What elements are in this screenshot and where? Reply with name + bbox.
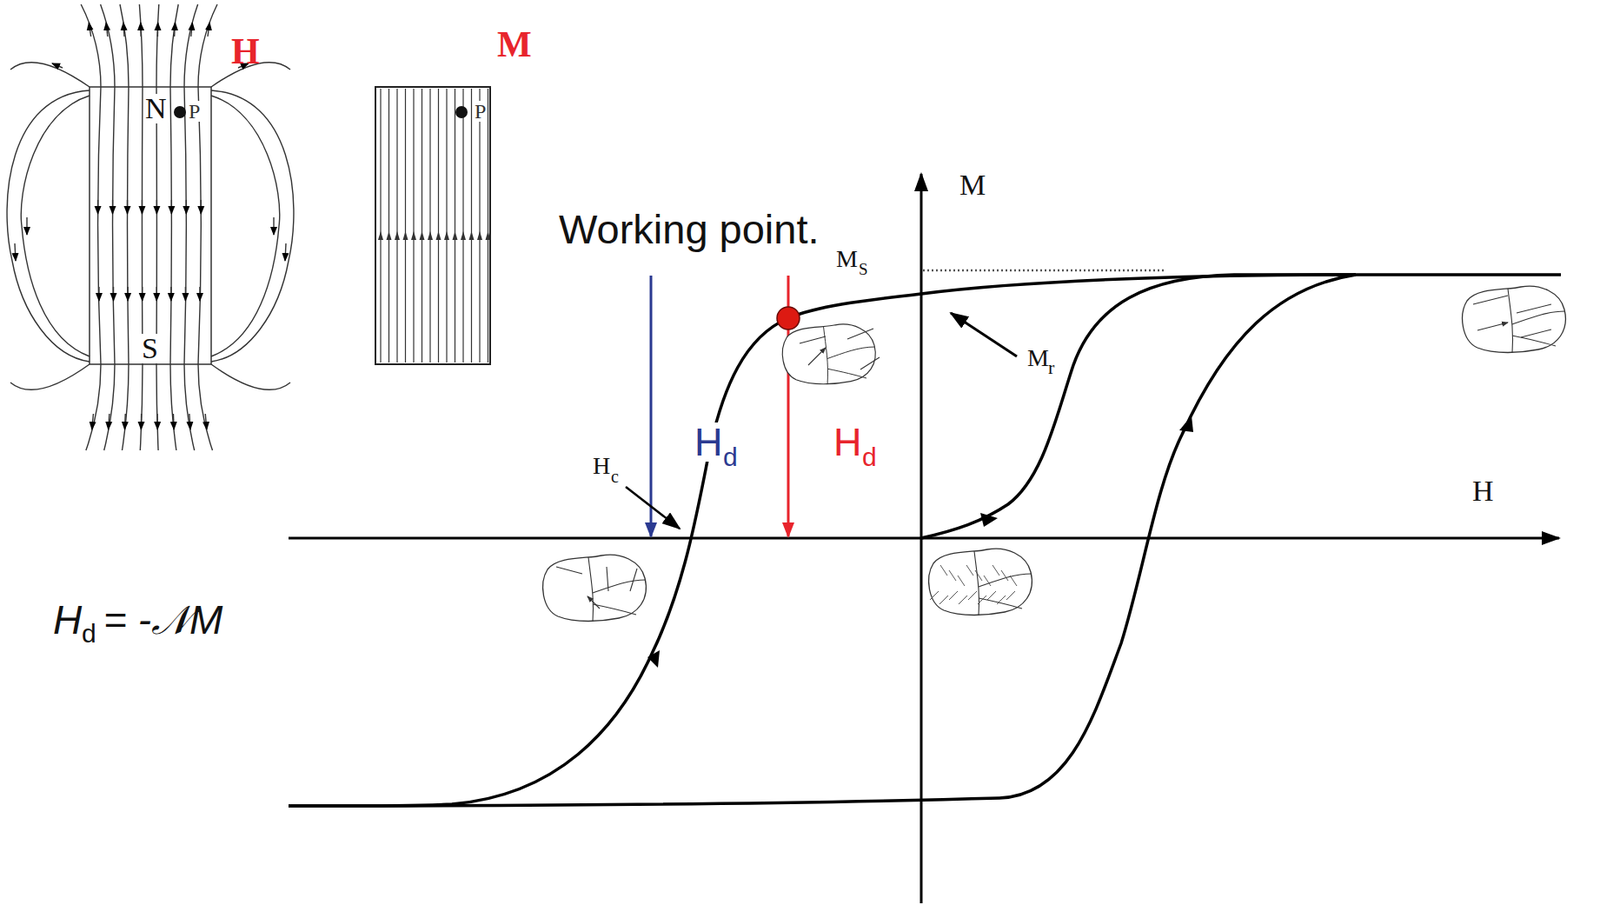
working-point-label: Working point. xyxy=(558,208,820,250)
magnetized-bar xyxy=(375,86,491,365)
pole-label: N xyxy=(144,93,168,124)
point-dot xyxy=(173,106,186,119)
subscript: d xyxy=(861,444,878,471)
subscript: d xyxy=(81,620,97,647)
subscript: c xyxy=(610,467,619,485)
bar-magnet xyxy=(89,86,212,365)
axis-label: H xyxy=(1472,476,1494,506)
subscript: d xyxy=(722,444,739,471)
subscript: S xyxy=(858,260,869,278)
mr-leader xyxy=(950,312,1017,357)
field-lines xyxy=(6,4,294,451)
formula: H xyxy=(53,599,82,640)
demag-field-label: H xyxy=(693,422,724,462)
point-label: P xyxy=(187,100,201,122)
point-label: P xyxy=(473,100,487,122)
hc-leader xyxy=(625,486,680,529)
hd-arrow-blue xyxy=(650,275,653,537)
point-dot xyxy=(455,106,468,119)
domain-sketch xyxy=(782,324,880,385)
domain-sketch xyxy=(1462,285,1567,353)
domain-sketch xyxy=(543,554,647,622)
working-point xyxy=(776,306,800,330)
hysteresis-loop xyxy=(288,274,1561,806)
magnetization-title: M xyxy=(497,26,532,63)
coercivity-label: H xyxy=(592,453,611,479)
axis-label: M xyxy=(959,170,986,200)
pole-label: S xyxy=(140,333,160,364)
remanence-label: M xyxy=(1027,345,1049,371)
domain-sketch xyxy=(929,548,1033,616)
subscript: r xyxy=(1048,358,1055,378)
demag-field-label: H xyxy=(832,422,864,462)
field-title: H xyxy=(231,33,260,70)
saturation-line xyxy=(922,269,1165,273)
loop-arrows xyxy=(647,415,1194,668)
formula: = -𝒩M xyxy=(103,599,223,640)
saturation-label: M xyxy=(836,246,858,272)
magnetization-lines xyxy=(378,88,492,363)
